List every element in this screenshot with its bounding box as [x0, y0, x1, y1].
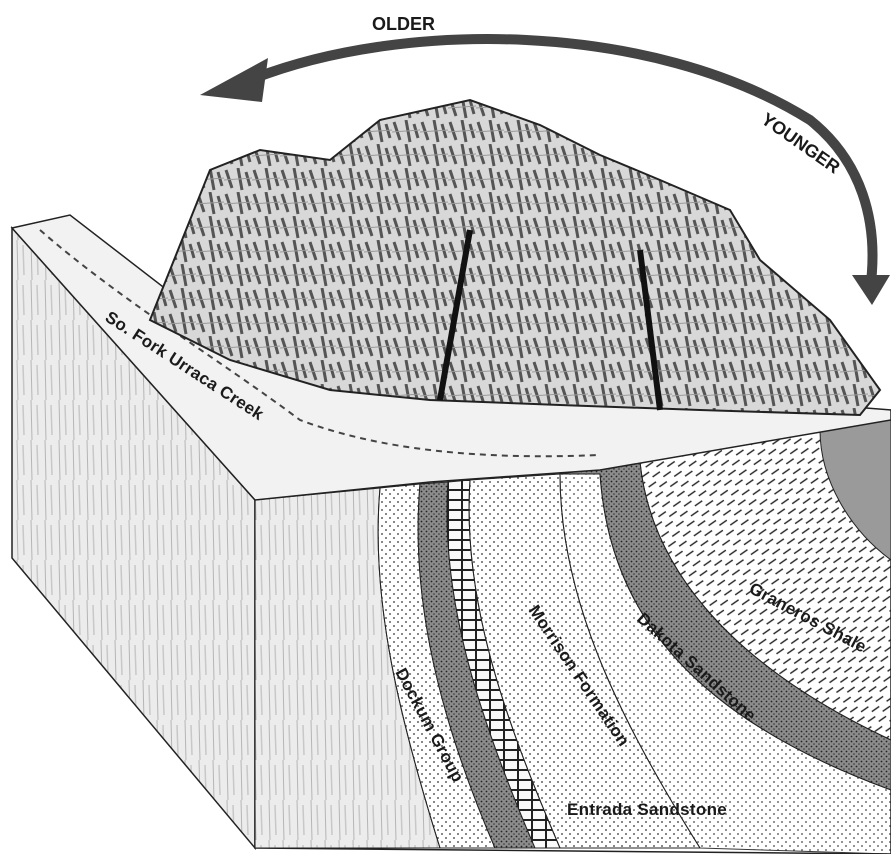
label-entrada: Entrada Sandstone — [567, 800, 727, 819]
cliff-mass — [150, 100, 880, 415]
arrow-head-older — [200, 58, 268, 102]
arrow-head-younger — [852, 275, 890, 305]
label-older: OLDER — [372, 14, 435, 34]
